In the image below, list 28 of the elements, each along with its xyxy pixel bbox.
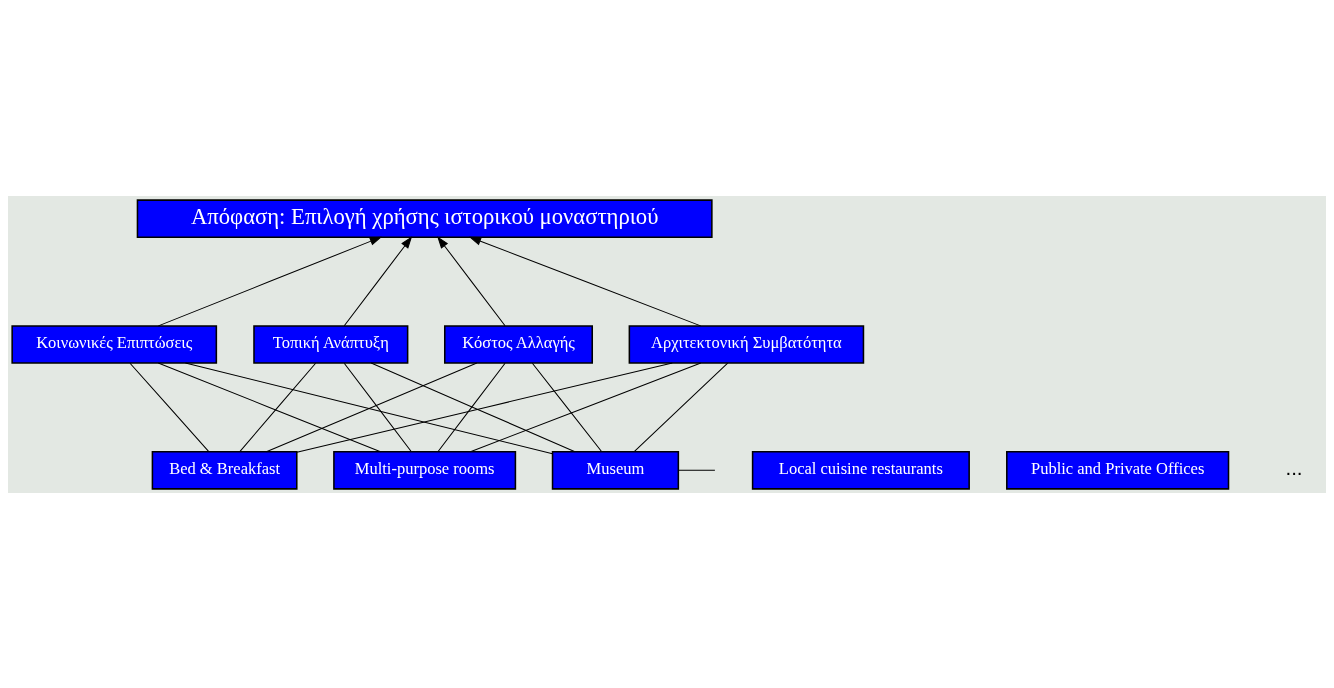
connector: [370, 362, 576, 452]
connector: [469, 362, 702, 452]
node-box: Κόστος Αλλαγής: [444, 324, 593, 364]
connector: [296, 362, 673, 453]
arrow: [468, 236, 702, 326]
node-box: Τοπική Ανάπτυξη: [253, 324, 409, 364]
arrow: [343, 235, 413, 326]
node-box: Αρχιτεκτονική Συμβατότητα: [628, 324, 865, 364]
connector: [157, 362, 382, 452]
connector: [129, 362, 210, 452]
connector: [633, 362, 729, 452]
connector: [343, 362, 412, 452]
connector: [184, 362, 553, 454]
node-box: Multi-purpose rooms: [333, 450, 517, 490]
node-box: Απόφαση: Επιλογή χρήσης ιστορικού μοναστηριού: [136, 198, 713, 238]
connector: [531, 362, 603, 452]
connector: [677, 469, 716, 471]
node-box: Local cuisine restaurants: [751, 450, 970, 490]
label: ...: [1285, 455, 1303, 479]
node-box: Κοινωνικές Επιπτώσεις: [11, 324, 218, 364]
node-box: Museum: [551, 450, 680, 490]
arrow: [437, 235, 506, 326]
connector: [265, 362, 478, 452]
node-box: Public and Private Offices: [1006, 450, 1230, 490]
node-box: Bed & Breakfast: [151, 450, 298, 490]
connector: [239, 362, 317, 452]
connector: [437, 362, 506, 452]
arrow: [157, 236, 383, 326]
